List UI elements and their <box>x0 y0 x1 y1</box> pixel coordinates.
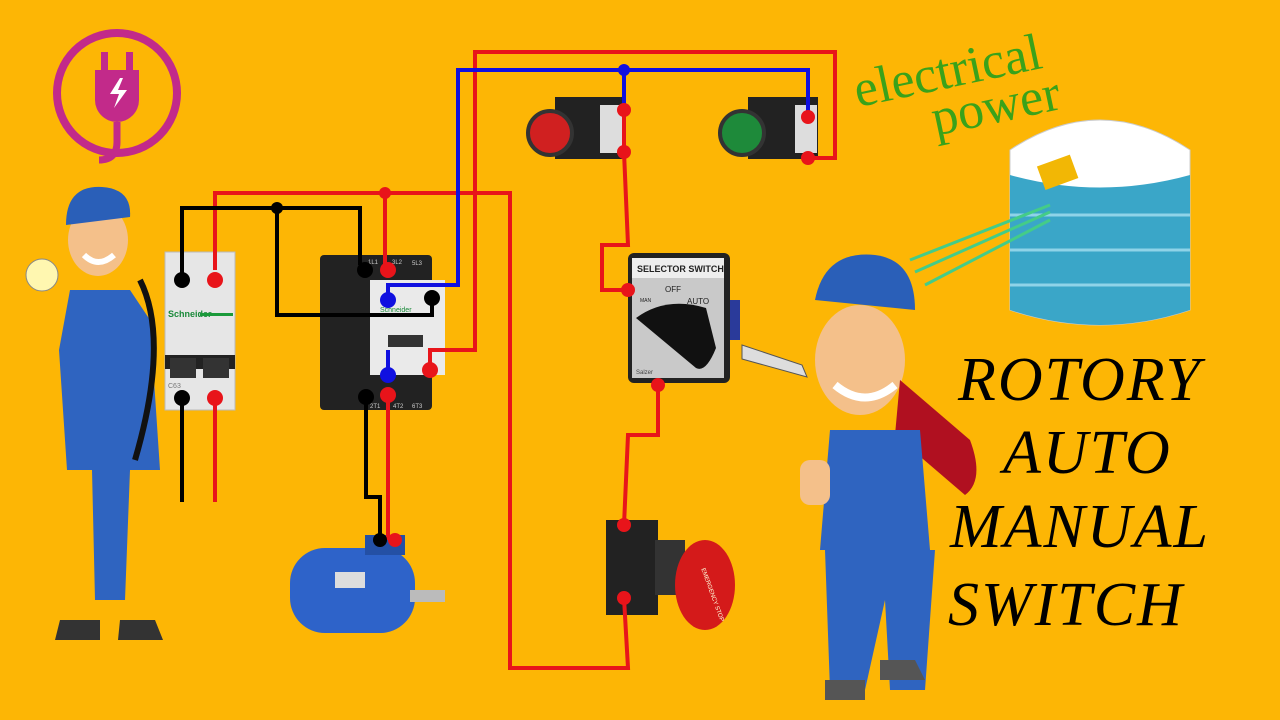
contactor-terminal-bottom-2: 4T2 <box>393 404 404 410</box>
red-wire-estop-selector <box>622 385 660 526</box>
electrician-right <box>741 254 977 700</box>
contactor-terminal-top-2: 3L2 <box>392 260 403 266</box>
green-pushbutton <box>718 97 818 159</box>
mcb-breaker: Schneider C63 <box>164 251 236 411</box>
selector-switch: SELECTOR SWITCH MAN OFF AUTO Salzer <box>628 253 740 383</box>
contactor: Schneider 1L1 3L2 5L3 2T1 4T2 6T3 <box>320 255 445 410</box>
selector-brand: Salzer <box>636 370 653 376</box>
electrician-left <box>25 186 163 640</box>
contactor-brand: Schneider <box>380 307 412 314</box>
black-wire-coil <box>275 208 434 317</box>
mcb-brand: Schneider <box>168 309 212 319</box>
black-wire-motor <box>364 397 382 540</box>
contactor-terminal-top-3: 5L3 <box>412 261 423 267</box>
contactor-terminal-top-1: 1L1 <box>368 260 379 266</box>
title-line-2: AUTO <box>1003 419 1172 487</box>
title-line-4: SWITCH <box>948 571 1184 639</box>
selector-pos-off: OFF <box>665 285 681 294</box>
title-line-1: ROTORY <box>958 346 1203 414</box>
red-wire-coil-green-button <box>428 50 837 370</box>
emergency-stop-button: EMERGENCY STOP <box>606 520 735 630</box>
water-tank <box>909 119 1191 326</box>
selector-pos-man: MAN <box>640 298 652 304</box>
selector-pos-auto: AUTO <box>687 297 709 306</box>
contactor-terminal-bottom-1: 2T1 <box>370 404 381 410</box>
red-pushbutton <box>526 97 625 159</box>
mcb-rating: C63 <box>168 383 181 390</box>
red-wire-main-loop <box>213 191 631 670</box>
terminal-dots <box>174 64 815 605</box>
title-line-3: MANUAL <box>950 493 1210 561</box>
wires <box>180 50 837 670</box>
blue-wire-hold <box>386 68 810 300</box>
power-plug-logo-icon <box>53 29 181 164</box>
motor <box>290 535 445 633</box>
red-wire-selector-red-button <box>600 151 631 292</box>
selector-label: SELECTOR SWITCH <box>637 264 724 274</box>
contactor-terminal-bottom-3: 6T3 <box>412 404 423 410</box>
